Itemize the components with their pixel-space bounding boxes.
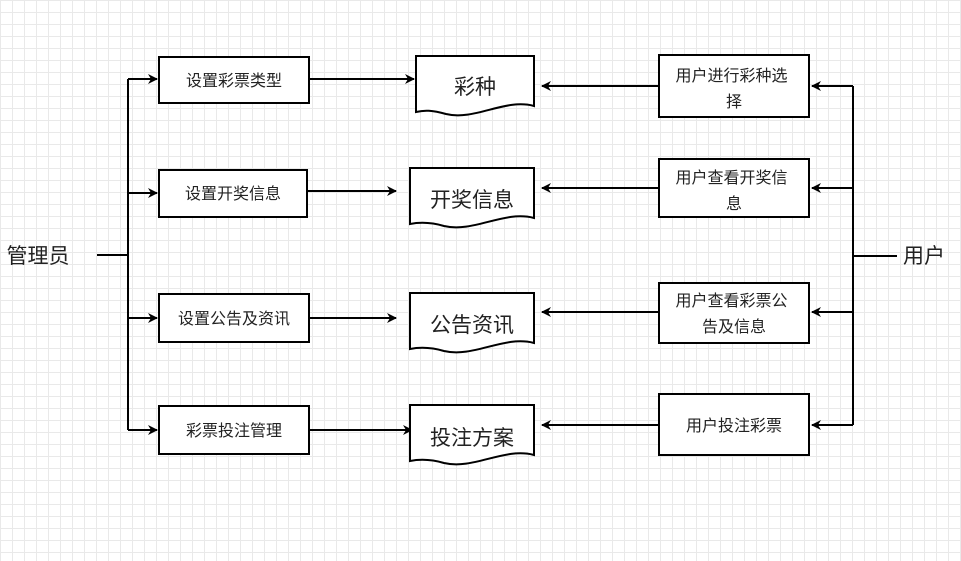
admin-action-label: 设置公告及资讯 — [178, 309, 290, 328]
admin-action-box — [158, 405, 310, 455]
user-action-label: 用户查看开奖信 息 — [675, 168, 792, 213]
admin-label: 管理员 — [7, 244, 70, 268]
admin-action-box — [158, 56, 310, 104]
document-label: 投注方案 — [430, 426, 514, 450]
user-action-line: 告及信息 — [702, 317, 766, 336]
user-action-box — [658, 282, 810, 344]
document-shapes: 彩种 开奖信息 公告资讯 投注方案 — [409, 55, 535, 466]
user-action-box — [658, 393, 810, 456]
document-shape — [409, 404, 535, 466]
document-shape — [409, 167, 535, 229]
user-action-label: 用户进行彩种选 择 — [675, 66, 792, 111]
user-action-label: 用户查看彩票公 告及信息 — [675, 291, 792, 336]
admin-action-label: 设置开奖信息 — [185, 184, 281, 203]
document-label: 公告资讯 — [430, 313, 514, 337]
document-label: 彩种 — [454, 75, 496, 99]
user-action-line: 用户查看开奖信 — [675, 168, 787, 187]
document-shape — [415, 55, 535, 117]
user-action-label: 用户投注彩票 — [686, 416, 782, 435]
user-action-line: 用户进行彩种选 — [675, 66, 787, 85]
user-action-box — [658, 54, 810, 118]
document-label: 开奖信息 — [430, 188, 514, 212]
user-action-box — [658, 158, 810, 218]
admin-action-boxes: 设置彩票类型 设置开奖信息 设置公告及资讯 彩票投注管理 — [158, 56, 310, 455]
user-action-boxes: 用户进行彩种选 择 用户查看开奖信 息 用户查看彩票公 告及信息 用户投注彩票 — [658, 54, 810, 456]
admin-action-label: 设置彩票类型 — [186, 71, 282, 90]
admin-action-label: 彩票投注管理 — [186, 421, 282, 440]
user-connectors — [811, 81, 897, 430]
admin-action-box — [158, 169, 308, 218]
user-action-line: 息 — [726, 194, 742, 213]
admin-connectors — [97, 74, 158, 435]
user-action-line: 用户查看彩票公 — [675, 291, 787, 310]
document-shape — [409, 292, 535, 354]
user-label: 用户 — [903, 244, 945, 268]
admin-to-doc-arrows — [307, 74, 415, 435]
user-action-line: 择 — [726, 92, 742, 111]
admin-action-box — [158, 293, 310, 343]
user-to-doc-arrows — [541, 81, 659, 430]
